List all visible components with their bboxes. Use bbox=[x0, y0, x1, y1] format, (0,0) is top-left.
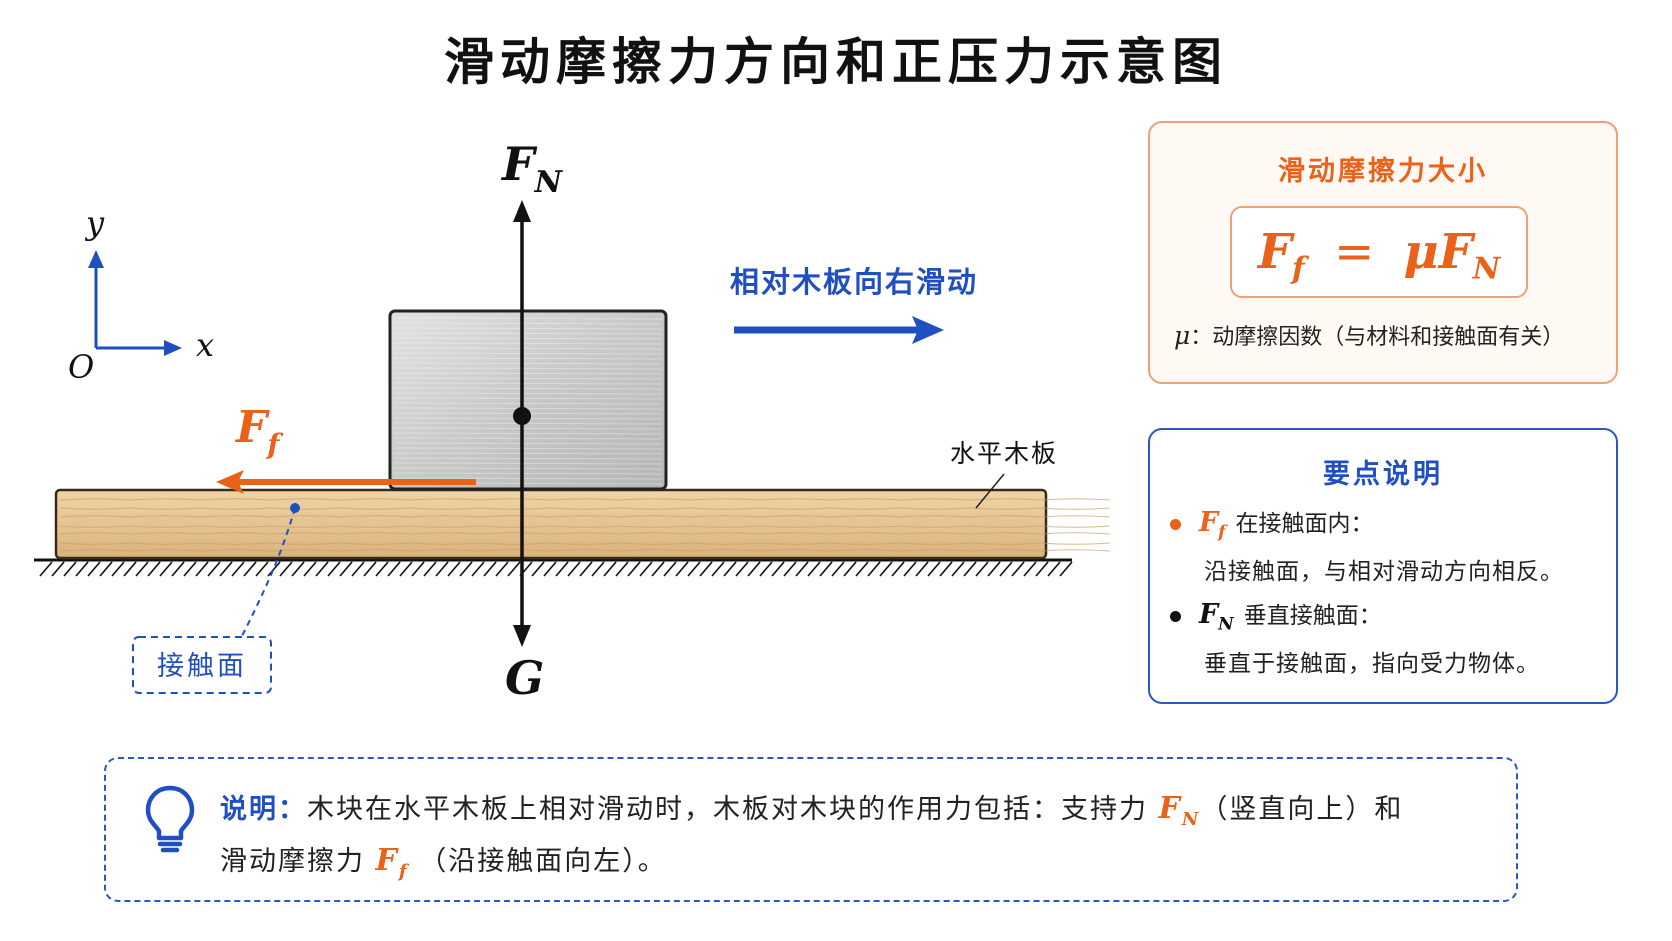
formula-mu: μ bbox=[1403, 224, 1439, 280]
gravity-label: G bbox=[505, 651, 544, 705]
note-text-2: （竖直向上）和 bbox=[1200, 794, 1404, 825]
metal-block bbox=[388, 309, 668, 491]
formula-ff-base: F bbox=[1257, 224, 1292, 280]
key-points-panel: 要点说明 Ff 在接触面内： 沿接触面，与相对滑动方向相反。 FN 垂直接触面： 垂… bbox=[1148, 428, 1618, 704]
normal-force-label: FN bbox=[500, 137, 564, 200]
board-label-leader bbox=[975, 473, 1005, 509]
note-text-1: 木块在水平木板上相对滑动时，木板对木块的作用力包括：支持力 bbox=[307, 794, 1148, 825]
bullet-orange bbox=[1170, 519, 1181, 530]
motion-arrow-head bbox=[912, 316, 944, 344]
board-label: 水平木板 bbox=[950, 439, 1058, 468]
contact-label: 接触面 bbox=[157, 651, 247, 682]
page-title: 滑动摩擦力方向和正压力示意图 bbox=[444, 33, 1228, 91]
friction-force-label: Ff bbox=[234, 402, 284, 461]
friction-arrow-head bbox=[216, 470, 244, 494]
wood-grain bbox=[59, 498, 1111, 552]
mu-description: μ：动摩擦因数（与材料和接触面有关） bbox=[1174, 319, 1614, 351]
wood-board bbox=[54, 488, 1111, 560]
lightbulb-icon bbox=[145, 785, 195, 853]
key-point-normal: FN 垂直接触面： bbox=[1170, 596, 1382, 634]
key-point-friction-head: 在接触面内： bbox=[1235, 511, 1374, 537]
key-point-normal-head: 垂直接触面： bbox=[1243, 603, 1382, 629]
note-line-2: 滑动摩擦力 Ff （沿接触面向左）。 bbox=[220, 839, 667, 882]
coordinate-axes: y x O bbox=[68, 204, 214, 386]
formula-ff-sub: f bbox=[1291, 251, 1305, 287]
block-body bbox=[388, 309, 668, 491]
origin-label: O bbox=[68, 348, 94, 386]
mu-text: ：动摩擦因数（与材料和接触面有关） bbox=[1190, 325, 1565, 350]
friction-formula: Ff = μFN bbox=[1230, 206, 1528, 298]
formula-fn-base: F bbox=[1438, 224, 1473, 280]
note-label: 说明： bbox=[220, 794, 307, 825]
center-of-mass-dot bbox=[513, 407, 531, 425]
note-line-1: 说明：木块在水平木板上相对滑动时，木板对木块的作用力包括：支持力 FN（竖直向上… bbox=[220, 787, 1403, 830]
key-points-title: 要点说明 bbox=[1323, 459, 1443, 490]
mu-symbol: μ bbox=[1174, 321, 1191, 350]
ground-hatching bbox=[39, 561, 1073, 577]
note-ff-symbol: Ff bbox=[375, 843, 409, 882]
contact-label-box bbox=[132, 636, 272, 694]
formula-equals: = bbox=[1334, 224, 1375, 280]
contact-leader bbox=[241, 507, 296, 637]
ground bbox=[34, 558, 1073, 577]
note-text-4: （沿接触面向左）。 bbox=[419, 846, 667, 877]
y-axis-arrowhead bbox=[88, 250, 104, 268]
note-fn-symbol: FN bbox=[1158, 791, 1201, 830]
friction-panel-title: 滑动摩擦力大小 bbox=[1278, 156, 1488, 187]
gravity-arrowhead bbox=[513, 625, 531, 647]
x-axis-label: x bbox=[196, 326, 214, 364]
motion-label: 相对木板向右滑动 bbox=[730, 265, 978, 299]
key-point-friction-desc: 沿接触面，与相对滑动方向相反。 bbox=[1204, 559, 1564, 585]
key-point-ff-symbol: Ff bbox=[1199, 507, 1226, 543]
bullet-black bbox=[1170, 611, 1181, 622]
y-axis-label: y bbox=[84, 204, 105, 242]
key-point-fn-symbol: FN bbox=[1199, 599, 1234, 635]
x-axis-arrowhead bbox=[164, 340, 182, 356]
friction-formula-panel: 滑动摩擦力大小 Ff = μFN μ：动摩擦因数（与材料和接触面有关） bbox=[1148, 121, 1618, 384]
key-point-friction: Ff 在接触面内： bbox=[1170, 504, 1374, 542]
block-texture bbox=[393, 317, 663, 485]
key-point-normal-desc: 垂直于接触面，指向受力物体。 bbox=[1204, 651, 1540, 677]
explanation-note: 说明：木块在水平木板上相对滑动时，木板对木块的作用力包括：支持力 FN（竖直向上… bbox=[104, 757, 1518, 902]
note-text-3: 滑动摩擦力 bbox=[220, 846, 365, 877]
normal-force-arrowhead bbox=[513, 200, 531, 222]
formula-fn-sub: N bbox=[1472, 251, 1501, 287]
